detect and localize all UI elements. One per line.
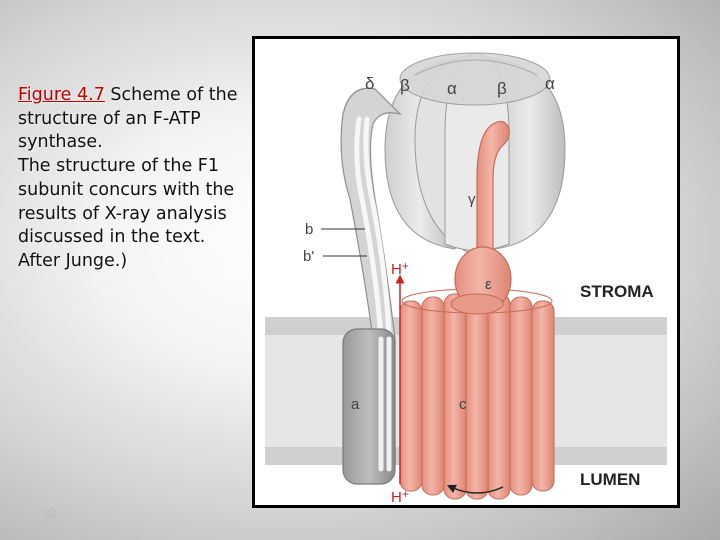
epsilon-label: ε (485, 276, 492, 293)
figure-reference: Figure 4.7 (18, 85, 105, 105)
alpha-label-2: α (545, 74, 555, 93)
b-label: b (305, 221, 313, 238)
beta-label-1: β (400, 76, 410, 95)
a-label: a (351, 396, 360, 413)
proton-label-top: H+ (391, 259, 409, 278)
central-stalk (450, 120, 512, 315)
f1-headpiece (384, 52, 566, 260)
atp-synthase-diagram: δ β α β α γ ε a c b b' H+ H+ STROMA LUME… (265, 52, 667, 505)
alpha-label-1: α (447, 79, 457, 98)
rotation-arrow (446, 484, 504, 494)
stroma-label: STROMA (580, 282, 654, 301)
caption-description: The structure of the F1 subunit concurs … (18, 156, 235, 271)
beta-label-2: β (497, 79, 507, 98)
c-ring (399, 288, 555, 500)
figure-caption: Figure 4.7 Scheme of the structure of an… (18, 84, 246, 274)
lumen-label: LUMEN (580, 470, 640, 489)
caption-title: Scheme of the structure of an F-ATP synt… (18, 85, 238, 153)
proton-label-bottom: H+ (391, 487, 409, 505)
c-label: c (459, 396, 467, 413)
delta-label: δ (365, 74, 374, 93)
b-prime-label: b' (303, 248, 314, 265)
atp-synthase-figure: δ β α β α γ ε a c b b' H+ H+ STROMA LUME… (252, 36, 680, 508)
gamma-label: γ (468, 191, 476, 208)
slide-number: 32 (43, 506, 57, 520)
